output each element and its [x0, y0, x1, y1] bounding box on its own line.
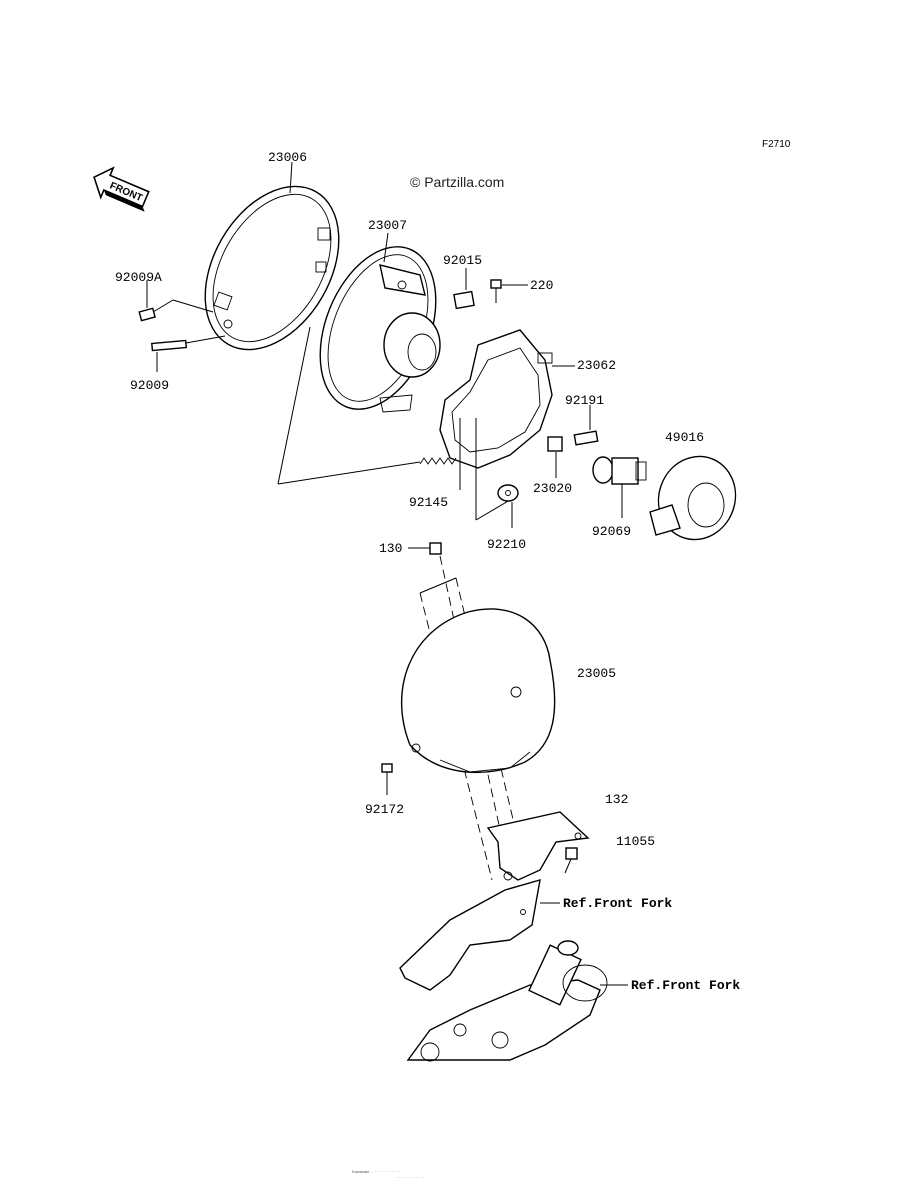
- bracket-11055: [486, 811, 590, 881]
- washer-92210: [497, 484, 519, 502]
- front-fork-cover: [399, 879, 541, 991]
- watermark: © Partzilla.com: [410, 174, 504, 190]
- label-92015: 92015: [443, 253, 482, 268]
- label-ref-front-fork-2: Ref.Front Fork: [631, 978, 740, 993]
- label-92172: 92172: [365, 802, 404, 817]
- boot-49016: [649, 455, 737, 541]
- label-23006: 23006: [268, 150, 307, 165]
- pin-92191: [573, 430, 599, 446]
- front-direction-arrow-icon: FRONT: [93, 166, 150, 212]
- screw-92009A: [138, 299, 214, 322]
- label-23020: 23020: [533, 481, 572, 496]
- label-92191: 92191: [565, 393, 604, 408]
- socket-23020: [547, 436, 563, 478]
- label-92145: 92145: [409, 495, 448, 510]
- label-23062: 23062: [577, 358, 616, 373]
- label-23005: 23005: [577, 666, 616, 681]
- figure-code: F2710: [762, 139, 791, 150]
- footer-line-1: Kawasaki ... · · · · · · · · · · ·: [352, 1169, 400, 1174]
- bracket-23062: [439, 329, 553, 469]
- housing-23007: [319, 246, 441, 413]
- label-23007: 23007: [368, 218, 407, 233]
- label-49016: 49016: [665, 430, 704, 445]
- bolt-130: [408, 542, 442, 555]
- label-132: 132: [605, 792, 628, 807]
- bolt-132: [564, 847, 578, 874]
- label-92009A: 92009A: [115, 270, 162, 285]
- screw-92172: [381, 763, 393, 795]
- label-92009: 92009: [130, 378, 169, 393]
- label-11055: 11055: [616, 834, 655, 849]
- screw-92009: [151, 335, 226, 352]
- rim-ring-23006: [204, 185, 340, 351]
- label-92069: 92069: [592, 524, 631, 539]
- front-fork-stem: [406, 940, 608, 1062]
- footer-line-2: · · · · · · · · · · · ·: [396, 1175, 424, 1180]
- spring-92145: [419, 457, 457, 465]
- label-220: 220: [530, 278, 553, 293]
- nut-92015: [453, 290, 475, 310]
- label-ref-front-fork-1: Ref.Front Fork: [563, 896, 672, 911]
- label-92210: 92210: [487, 537, 526, 552]
- screw-220: [490, 279, 502, 303]
- label-130: 130: [379, 541, 402, 556]
- bulb-92069: [592, 456, 647, 518]
- headlight-shell-23005: [401, 608, 556, 774]
